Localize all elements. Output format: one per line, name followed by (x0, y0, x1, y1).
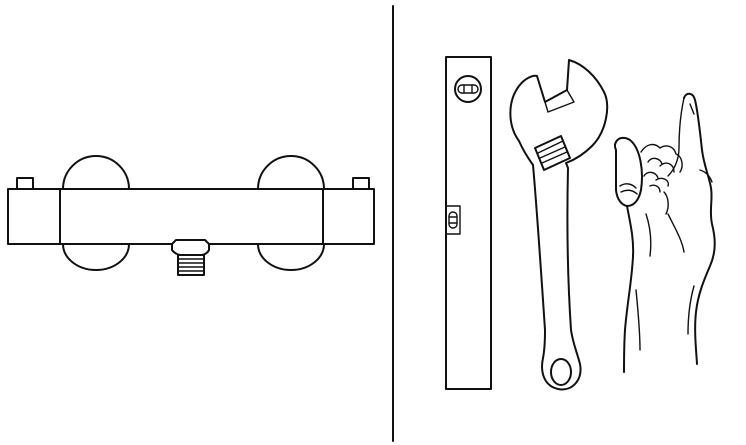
level-top-vial (454, 75, 482, 103)
wrench-hang-hole (550, 358, 572, 386)
left-wall-flange (62, 155, 130, 271)
curled-fingers (640, 143, 683, 215)
outlet-connector (171, 239, 210, 276)
right-wall-flange (257, 155, 325, 271)
level-middle-vial (445, 205, 461, 235)
shower-valve (7, 155, 375, 276)
hand-gesture (614, 92, 716, 373)
wrench-worm-screw (534, 135, 571, 171)
spirit-level (445, 56, 492, 390)
adjustable-wrench (509, 59, 609, 391)
valve-body (7, 188, 375, 245)
